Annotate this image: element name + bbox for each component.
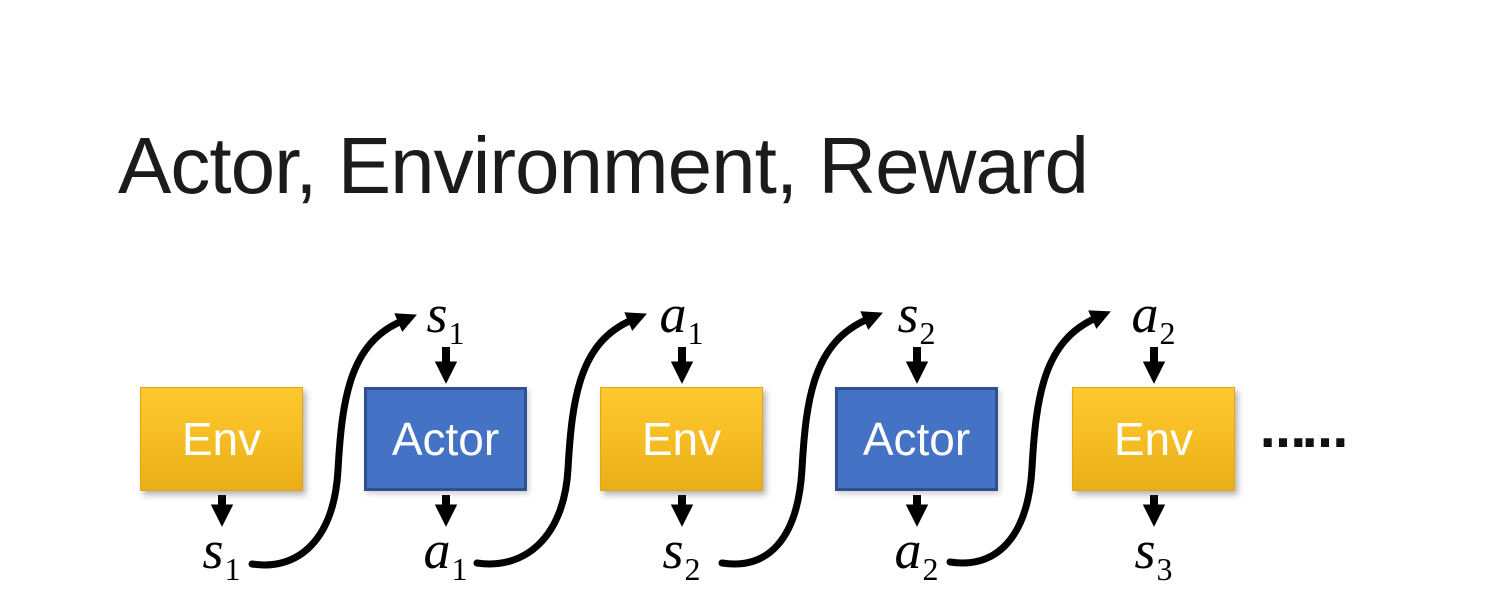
unit-env-1: Env s1 [140, 0, 303, 608]
actor-box-1: Actor [364, 387, 527, 491]
unit-actor-1: s1 Actor a1 [364, 0, 527, 608]
unit-env-3: a2 Env s3 [1072, 0, 1235, 608]
math-subscript: 2 [919, 315, 936, 351]
continuation-ellipsis: …… [1260, 404, 1348, 458]
action-label-a1-bottom: a1 [364, 523, 527, 585]
math-subscript: 3 [1156, 551, 1173, 587]
unit-actor-2: s2 Actor a2 [835, 0, 998, 608]
env-box-2: Env [600, 387, 763, 491]
math-subscript: 2 [922, 551, 939, 587]
math-subscript: 1 [448, 315, 465, 351]
action-label-a2-bottom: a2 [835, 523, 998, 585]
math-var: a [1131, 284, 1159, 344]
math-var: a [894, 520, 922, 580]
math-var: s [202, 520, 224, 580]
state-label-s2-top: s2 [835, 287, 998, 349]
math-subscript: 1 [687, 315, 704, 351]
action-label-a2-top: a2 [1072, 287, 1235, 349]
math-var: s [426, 284, 448, 344]
slide-title: Actor, Environment, Reward [118, 121, 1089, 210]
math-var: a [423, 520, 451, 580]
math-var: s [897, 284, 919, 344]
math-var: s [662, 520, 684, 580]
actor-box-2: Actor [835, 387, 998, 491]
state-label-s1-bottom: s1 [140, 523, 303, 585]
unit-env-2: a1 Env s2 [600, 0, 763, 608]
math-subscript: 1 [451, 551, 468, 587]
action-label-a1-top: a1 [600, 287, 763, 349]
env-box-3: Env [1072, 387, 1235, 491]
math-var: a [659, 284, 687, 344]
state-label-s1-top: s1 [364, 287, 527, 349]
state-label-s3-bottom: s3 [1072, 523, 1235, 585]
env-box-1: Env [140, 387, 303, 491]
state-label-s2-bottom: s2 [600, 523, 763, 585]
math-subscript: 2 [684, 551, 701, 587]
math-var: s [1134, 520, 1156, 580]
math-subscript: 1 [224, 551, 241, 587]
math-subscript: 2 [1159, 315, 1176, 351]
